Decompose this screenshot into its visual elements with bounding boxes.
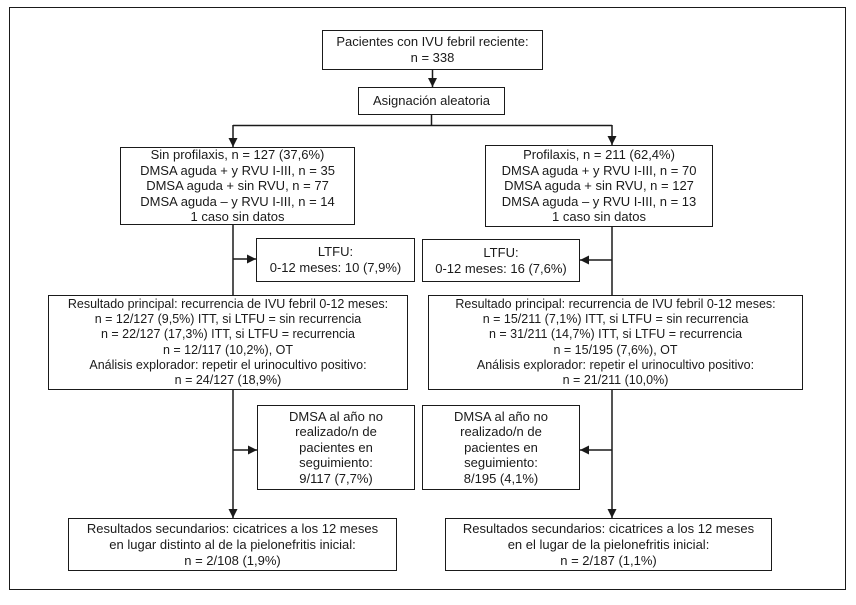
box-text-line: DMSA aguda + sin RVU, n = 127	[504, 178, 694, 194]
box-text-line: DMSA aguda + sin RVU, n = 77	[146, 178, 329, 194]
box-prophylaxis-arm: Profilaxis, n = 211 (62,4%) DMSA aguda +…	[485, 145, 713, 227]
box-text-line: DMSA aguda + y RVU I-III, n = 70	[501, 162, 697, 178]
box-ltfu-left: LTFU: 0-12 meses: 10 (7,9%)	[256, 238, 415, 282]
box-text-line: DMSA aguda + y RVU I-III, n = 35	[140, 162, 335, 178]
box-text-line: 1 caso sin datos	[190, 209, 285, 225]
box-text-line: DMSA aguda – y RVU I-III, n = 13	[501, 193, 697, 209]
box-text-line: 0-12 meses: 10 (7,9%)	[269, 260, 402, 275]
box-secondary-outcome-left: Resultados secundarios: cicatrices a los…	[68, 518, 397, 571]
box-no-prophylaxis-arm: Sin profilaxis, n = 127 (37,6%) DMSA agu…	[120, 147, 355, 225]
box-text-line: en el lugar de la pielonefritis inicial:	[507, 536, 710, 552]
box-text-line: n = 2/187 (1,1%)	[560, 552, 657, 568]
box-text-line: realizado/n de	[460, 424, 542, 440]
box-text-line: DMSA al año no	[289, 408, 383, 424]
box-text-line: 9/117 (7,7%)	[299, 470, 373, 486]
box-text-line: Asignación aleatoria	[372, 93, 491, 109]
box-text-line: n = 21/211 (10,0%)	[562, 372, 669, 387]
box-text-line: n = 31/211 (14,7%) ITT, si LTFU = recurr…	[488, 327, 743, 342]
box-text-line: en lugar distinto al de la pielonefritis…	[109, 536, 356, 552]
box-text-line: pacientes en	[299, 439, 373, 455]
box-text-line: seguimiento:	[299, 455, 373, 471]
box-text-line: n = 338	[410, 50, 455, 65]
box-text-line: Resultado principal: recurrencia de IVU …	[67, 296, 389, 311]
box-primary-outcome-left: Resultado principal: recurrencia de IVU …	[48, 295, 408, 390]
box-text-line: Resultado principal: recurrencia de IVU …	[455, 296, 776, 311]
box-secondary-outcome-right: Resultados secundarios: cicatrices a los…	[445, 518, 772, 571]
box-text-line: LTFU:	[483, 244, 519, 260]
box-text-line: Profilaxis, n = 211 (62,4%)	[523, 147, 675, 163]
box-dmsa-followup-left: DMSA al año no realizado/n de pacientes …	[257, 405, 415, 490]
box-text-line: n = 22/127 (17,3%) ITT, si LTFU = recurr…	[100, 327, 356, 342]
box-patients-total: Pacientes con IVU febril reciente: n = 3…	[322, 30, 543, 70]
box-text-line: Análisis explorador: repetir el urinocul…	[89, 357, 367, 372]
figure-border	[9, 7, 846, 590]
box-text-line: n = 2/108 (1,9%)	[184, 552, 281, 568]
box-text-line: pacientes en	[464, 439, 538, 455]
box-text-line: Pacientes con IVU febril reciente:	[336, 34, 529, 49]
box-text-line: seguimiento:	[464, 455, 538, 471]
box-text-line: n = 15/195 (7,6%), OT	[553, 342, 678, 357]
box-text-line: realizado/n de	[295, 424, 377, 440]
box-text-line: LTFU:	[317, 244, 354, 259]
box-text-line: 1 caso sin datos	[552, 209, 646, 225]
box-text-line: 0-12 meses: 16 (7,6%)	[435, 260, 567, 276]
box-ltfu-right: LTFU: 0-12 meses: 16 (7,6%)	[422, 239, 580, 282]
box-text-line: n = 15/211 (7,1%) ITT, si LTFU = sin rec…	[482, 312, 749, 327]
box-dmsa-followup-right: DMSA al año no realizado/n de pacientes …	[422, 405, 580, 490]
box-primary-outcome-right: Resultado principal: recurrencia de IVU …	[428, 295, 803, 390]
box-text-line: Sin profilaxis, n = 127 (37,6%)	[150, 147, 325, 163]
box-text-line: n = 24/127 (18,9%)	[174, 372, 282, 387]
box-text-line: Análisis explorador: repetir el urinocul…	[476, 357, 755, 372]
box-text-line: n = 12/117 (10,2%), OT	[162, 342, 294, 357]
box-text-line: DMSA aguda – y RVU I-III, n = 14	[140, 193, 335, 209]
box-text-line: Resultados secundarios: cicatrices a los…	[462, 520, 755, 536]
box-text-line: DMSA al año no	[454, 408, 548, 424]
box-randomization: Asignación aleatoria	[358, 87, 505, 115]
box-text-line: 8/195 (4,1%)	[463, 470, 539, 486]
box-text-line: n = 12/127 (9,5%) ITT, si LTFU = sin rec…	[94, 312, 362, 327]
box-text-line: Resultados secundarios: cicatrices a los…	[86, 520, 379, 536]
